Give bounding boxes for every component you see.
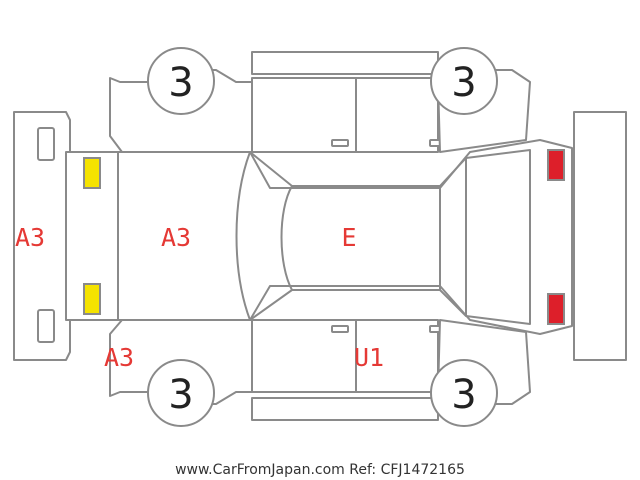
wheel-bottom-left-score: 3 [168, 372, 193, 418]
wheel-top-left: 3 [147, 47, 215, 115]
wheel-top-left-score: 3 [168, 60, 193, 106]
wheel-bottom-right: 3 [430, 359, 498, 427]
footer-reference: www.CarFromJapan.com Ref: CFJ1472165 [175, 462, 465, 478]
rear-bumper [573, 111, 627, 361]
wheel-bottom-left: 3 [147, 359, 215, 427]
wheel-bottom-right-score: 3 [451, 372, 476, 418]
front-light-bottom [83, 283, 101, 315]
rear-light-top [547, 149, 565, 181]
rear-light-bottom [547, 293, 565, 325]
damage-code-hood: A3 [161, 223, 191, 252]
front-light-top [83, 157, 101, 189]
front-bumper [13, 111, 71, 361]
wheel-top-right: 3 [430, 47, 498, 115]
wheel-top-right-score: 3 [451, 60, 476, 106]
damage-code-front-bumper: A3 [15, 223, 45, 252]
damage-code-left-side: U1 [354, 343, 384, 372]
damage-code-front-left-corner: A3 [104, 343, 134, 372]
damage-code-roof: E [341, 223, 356, 252]
car-top-view [65, 139, 573, 335]
